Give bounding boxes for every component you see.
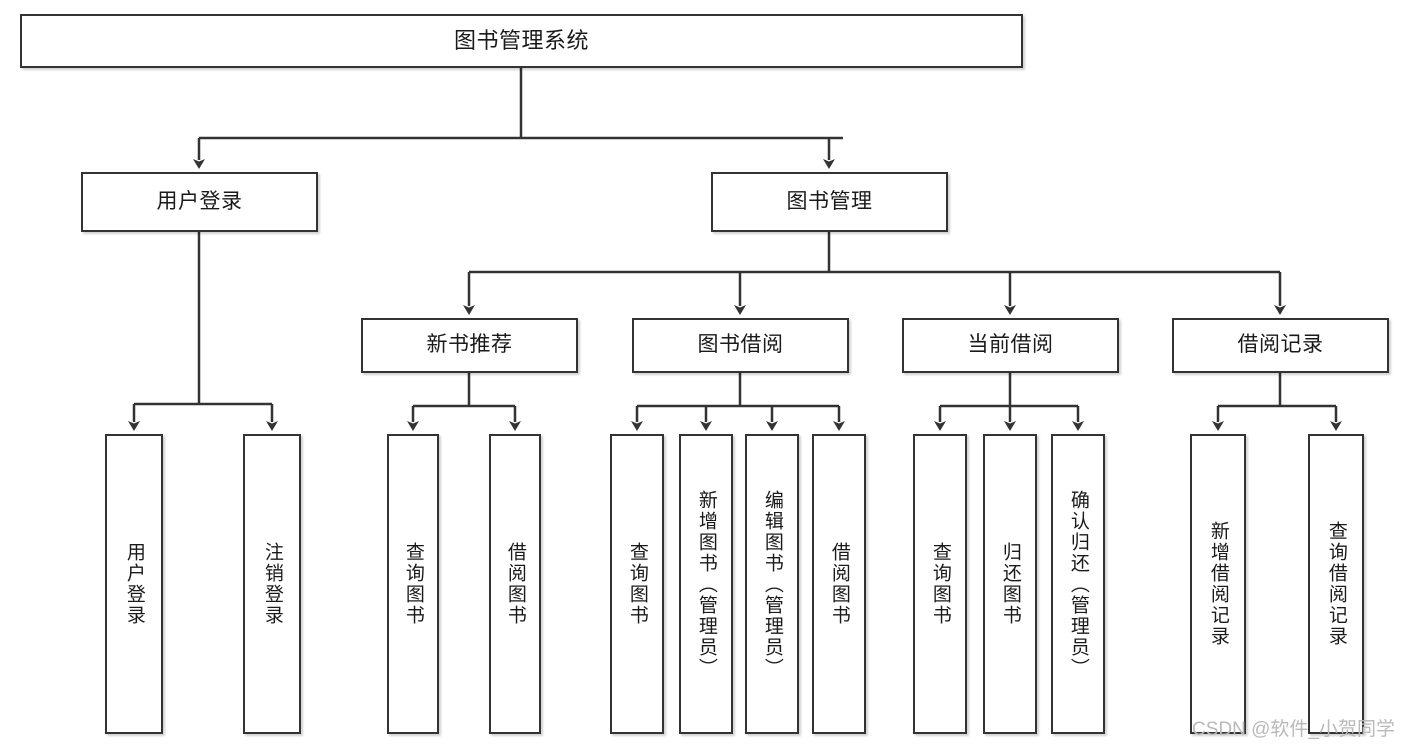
node-label: 借阅图书: [828, 542, 850, 626]
edge-borrow-record-to-leaves: [1212, 373, 1342, 431]
leaf-add-borrow-record[interactable]: 新增借阅记录: [1190, 434, 1246, 734]
node-label: 查询图书: [929, 542, 951, 626]
leaf-confirm-return-admin[interactable]: 确认归还（管理员）: [1051, 434, 1105, 734]
leaf-edit-book-admin[interactable]: 编辑图书（管理员）: [745, 434, 799, 734]
node-label: 图书管理系统: [453, 28, 589, 54]
node-label: 用户登录: [123, 542, 145, 626]
node-label: 查询借阅记录: [1325, 521, 1347, 647]
leaf-query-book-current[interactable]: 查询图书: [913, 434, 967, 734]
leaf-query-book-new[interactable]: 查询图书: [387, 434, 439, 734]
node-label: 确认归还（管理员）: [1067, 489, 1089, 679]
node-label: 新书推荐: [426, 333, 513, 357]
node-label: 归还图书: [999, 542, 1021, 626]
edge-book-borrow-to-leaves: [631, 373, 845, 431]
node-label: 新增图书（管理员）: [695, 489, 717, 679]
node-label: 编辑图书（管理员）: [761, 489, 783, 679]
edge-root-to-level2: [193, 68, 843, 169]
node-user-login[interactable]: 用户登录: [81, 172, 318, 232]
edge-new-book-to-leaves: [407, 373, 521, 431]
node-borrow-record[interactable]: 借阅记录: [1172, 318, 1389, 373]
node-label: 新增借阅记录: [1207, 521, 1229, 647]
leaf-query-book-borrow[interactable]: 查询图书: [610, 434, 664, 734]
node-label: 借阅图书: [504, 542, 526, 626]
csdn-watermark: CSDN @软件_小贺同学: [1192, 719, 1395, 740]
node-label: 图书管理: [786, 189, 873, 213]
leaf-user-login[interactable]: 用户登录: [105, 434, 163, 734]
node-label: 用户登录: [156, 189, 243, 213]
node-label: 查询图书: [626, 542, 648, 626]
edge-current-borrow-to-leaves: [934, 373, 1084, 431]
leaf-return-book[interactable]: 归还图书: [983, 434, 1037, 734]
node-label: 图书借阅: [697, 333, 784, 357]
edge-user-login-to-leaves: [128, 232, 278, 431]
leaf-borrow-book-new[interactable]: 借阅图书: [489, 434, 541, 734]
node-label: 查询图书: [402, 542, 424, 626]
node-root-book-management-system[interactable]: 图书管理系统: [20, 14, 1023, 68]
edge-book-mgmt-to-level3: [463, 232, 1286, 315]
node-current-borrow[interactable]: 当前借阅: [902, 318, 1119, 373]
node-label: 注销登录: [261, 542, 283, 626]
leaf-query-borrow-record[interactable]: 查询借阅记录: [1308, 434, 1364, 734]
leaf-add-book-admin[interactable]: 新增图书（管理员）: [679, 434, 733, 734]
node-new-book-recommend[interactable]: 新书推荐: [361, 318, 578, 373]
node-book-management[interactable]: 图书管理: [711, 172, 948, 232]
leaf-logout[interactable]: 注销登录: [243, 434, 301, 734]
node-book-borrow[interactable]: 图书借阅: [632, 318, 849, 373]
leaf-borrow-book[interactable]: 借阅图书: [812, 434, 866, 734]
node-label: 借阅记录: [1237, 333, 1324, 357]
node-label: 当前借阅: [967, 333, 1054, 357]
